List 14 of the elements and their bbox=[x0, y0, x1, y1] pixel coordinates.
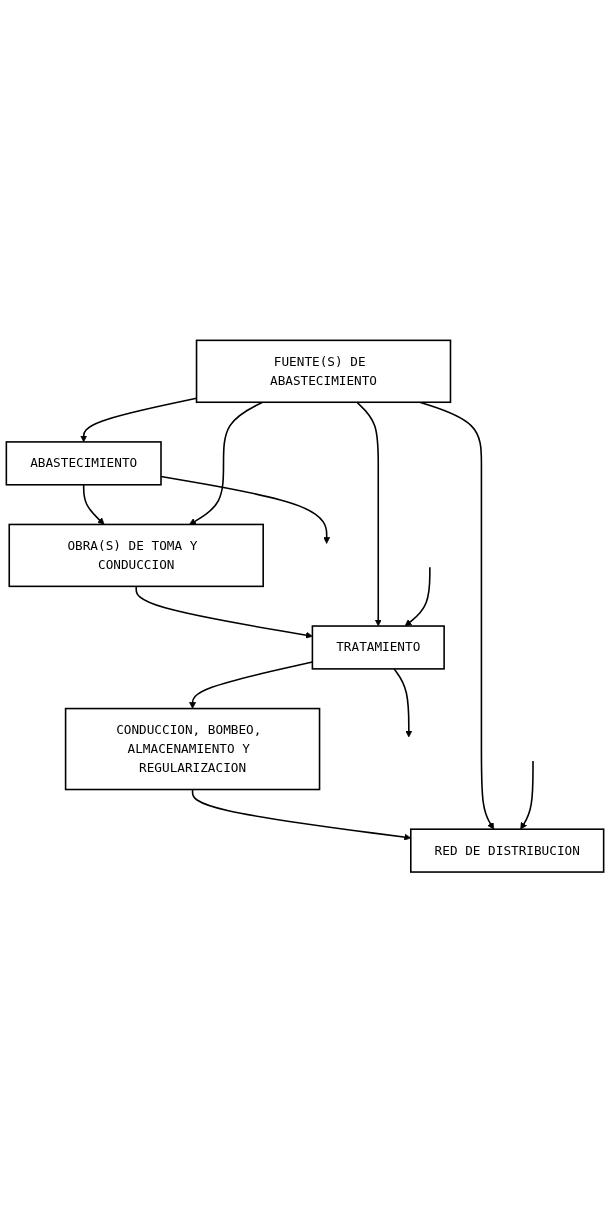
arrow bbox=[520, 760, 534, 830]
node-box: RED DE DISTRIBUCION bbox=[410, 828, 605, 874]
node-box: FUENTE(S) DE ABASTECIMIENTO bbox=[195, 339, 452, 404]
arrow bbox=[393, 668, 413, 738]
arrow bbox=[82, 484, 105, 526]
arrow bbox=[135, 585, 313, 639]
arrow bbox=[356, 401, 382, 627]
node-box: TRATAMIENTO bbox=[311, 625, 445, 670]
arrow bbox=[404, 566, 431, 627]
node-box: OBRA(S) DE TOMA Y CONDUCCION bbox=[8, 523, 264, 588]
node-box: CONDUCCION, BOMBEO, ALMACENAMIENTO Y REGULARIZACION bbox=[64, 708, 321, 791]
arrow bbox=[189, 401, 264, 526]
arrow bbox=[160, 476, 331, 545]
node-box: ABASTECIMIENTO bbox=[5, 441, 162, 486]
